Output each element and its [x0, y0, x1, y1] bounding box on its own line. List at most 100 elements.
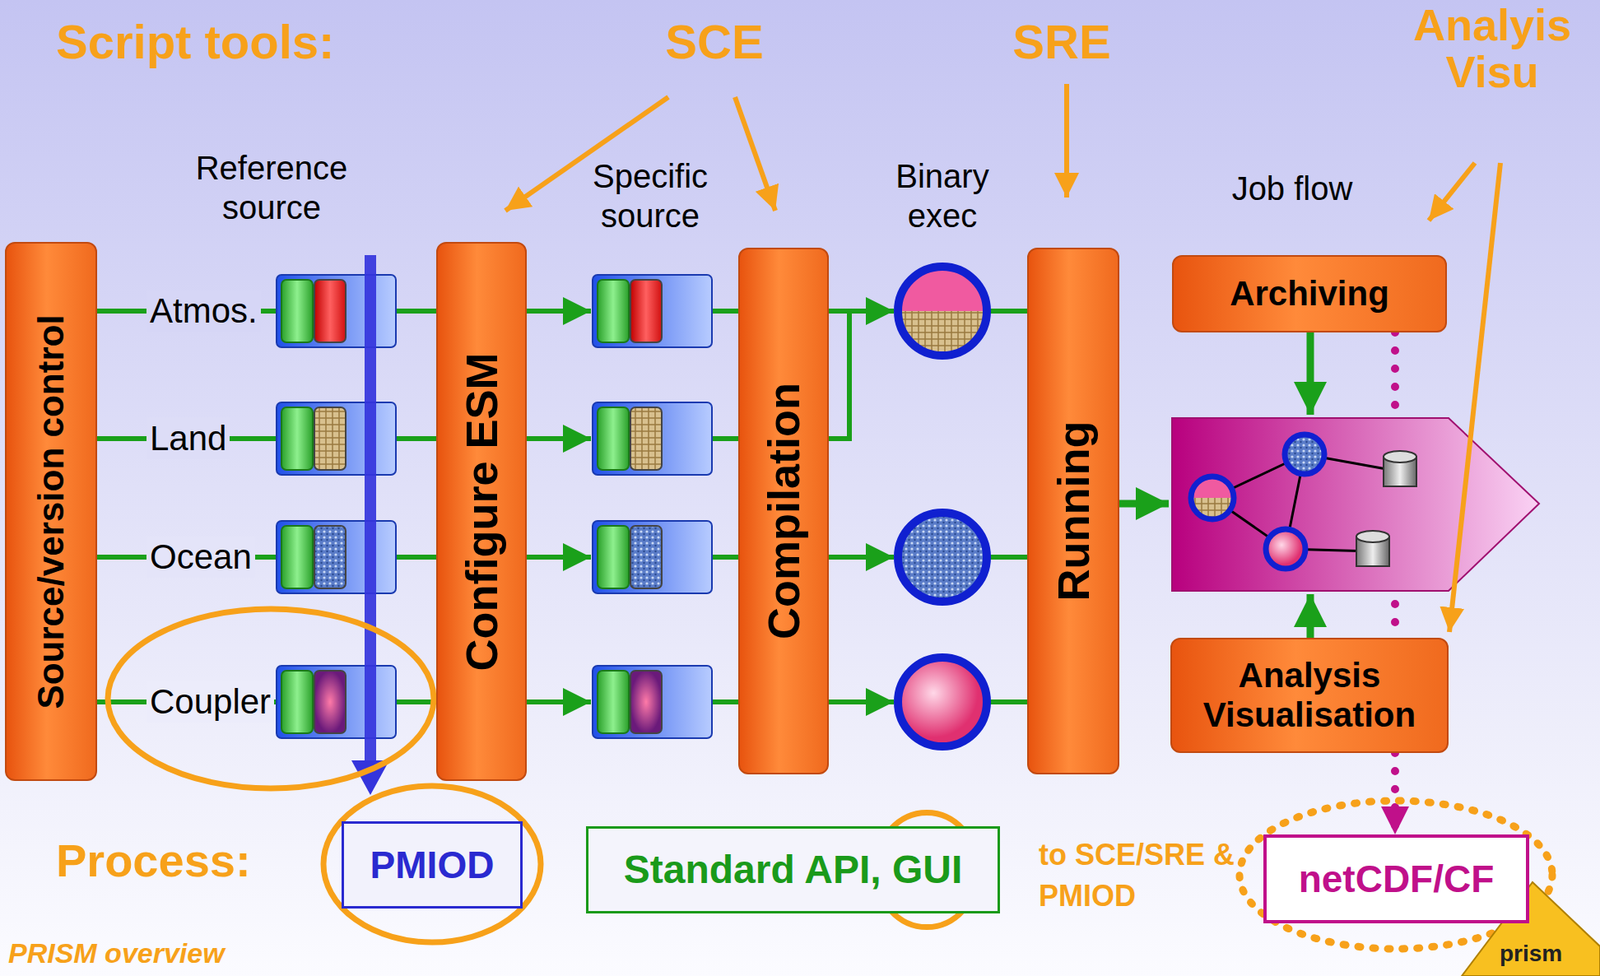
flow-wires-part	[1306, 332, 1315, 415]
running-bar: Running	[1027, 247, 1120, 775]
flow-wires-part	[1118, 500, 1169, 508]
job-flow-pentagon-part	[1284, 434, 1325, 475]
source-icon-part	[630, 279, 662, 343]
node-text: Archiving	[1229, 274, 1390, 314]
annotation: Binary exec	[872, 156, 1013, 236]
source-icon-part	[314, 279, 346, 343]
binary-exec-icon	[897, 512, 987, 602]
source-icon-part	[281, 279, 313, 343]
job-flow-pentagon-part	[1356, 530, 1390, 543]
tool-heading: Analyis Visu	[1389, 1, 1596, 95]
tool-leader-arrows-part	[734, 97, 776, 211]
component-label: Land	[146, 418, 230, 460]
source-icon	[276, 402, 396, 475]
source-icon-part	[630, 670, 662, 734]
tool-heading: Script tools:	[55, 13, 435, 71]
source-icon-part	[276, 665, 396, 739]
annotation: Specific source	[567, 156, 733, 236]
source-icon-part	[592, 665, 712, 739]
pmiod-arrow	[351, 255, 390, 796]
flow-wires-part	[711, 554, 740, 560]
configure-bar: Configure ESM	[436, 241, 527, 782]
tool-leader-arrows	[505, 83, 1501, 633]
source-icon-part	[314, 525, 346, 589]
logo-text: prism	[1481, 939, 1581, 968]
archiving-box: Archiving	[1172, 255, 1447, 333]
flow-wires-part	[986, 308, 1028, 314]
node-text: PMIOD	[370, 843, 495, 888]
flow-wires-part	[526, 699, 591, 705]
api-gui-box: Standard API, GUI	[586, 826, 1000, 914]
node-text: Analysis Visualisation	[1183, 655, 1436, 736]
node-text: Compilation	[758, 382, 810, 640]
highlight-ellipses	[107, 609, 1553, 949]
source-icon-part	[597, 279, 629, 343]
flow-wires-part	[986, 699, 1028, 705]
node-text: Running	[1047, 421, 1099, 602]
source-icon	[592, 665, 712, 739]
flow-wires-part	[827, 699, 894, 705]
source-icon-part	[592, 274, 712, 348]
flow-wires-part	[1306, 594, 1315, 639]
source-icon-part	[314, 407, 346, 470]
source-icon-part	[592, 520, 712, 594]
flow-wires-part	[711, 436, 740, 442]
flow-wires-part	[526, 436, 591, 442]
component-label: Atmos.	[146, 290, 261, 332]
analysis-box: Analysis Visualisation	[1170, 637, 1449, 754]
job-flow-pentagon-part	[1383, 451, 1417, 463]
annotation: to SCE/SRE & PMIOD	[1038, 834, 1241, 918]
binary-exec-icon-part	[897, 266, 987, 356]
flow-wires-part	[711, 699, 740, 705]
job-flow-pentagon-part	[1265, 529, 1306, 569]
source-icon-part	[276, 402, 396, 475]
source-icon-part	[281, 670, 313, 734]
source-icon	[592, 402, 712, 475]
source-icon-part	[281, 407, 313, 470]
annotation: Reference source	[176, 148, 367, 228]
row-heading: Process:	[55, 832, 320, 889]
node-text: netCDF/CF	[1298, 857, 1495, 902]
job-flow-pentagon	[1172, 418, 1540, 591]
component-label: Ocean	[146, 536, 256, 578]
flow-wires-part	[526, 554, 591, 560]
dotted-flow-arrow	[1390, 753, 1400, 835]
highlight-ellipses-part	[107, 609, 434, 789]
flow-wires-part	[526, 308, 591, 314]
source-icon	[592, 274, 712, 348]
source-icon	[276, 520, 396, 594]
source-icon-part	[314, 670, 346, 734]
tool-leader-arrows-part	[1428, 162, 1475, 221]
source-icon	[592, 520, 712, 594]
node-text: Source/version control	[30, 314, 73, 709]
source-icon-part	[592, 402, 712, 475]
pmiod-arrow-part	[364, 255, 377, 763]
compilation-bar: Compilation	[738, 247, 829, 775]
flow-wires-part	[827, 554, 894, 560]
source-icon-part	[276, 520, 396, 594]
tool-leader-arrows-part	[1449, 162, 1501, 633]
source-icon	[276, 665, 396, 739]
source-icon-part	[597, 525, 629, 589]
version-control-bar: Source/version control	[4, 241, 98, 782]
job-flow-pentagon-part	[1172, 418, 1540, 591]
flow-wires-part	[711, 308, 740, 314]
binary-exec-icon-part	[897, 311, 987, 356]
source-icon-part	[276, 274, 396, 348]
tool-heading: SRE	[979, 13, 1145, 71]
annotation: Job flow	[1209, 168, 1375, 209]
format-box: netCDF/CF	[1263, 834, 1530, 924]
binary-exec-icon	[897, 266, 987, 356]
tool-leader-arrows-part	[1064, 83, 1070, 198]
component-icons	[276, 266, 987, 747]
tool-heading: SCE	[632, 13, 797, 71]
binary-exec-icon-part	[897, 266, 987, 312]
flow-wires-part	[827, 308, 894, 314]
source-icon-part	[630, 407, 662, 470]
source-icon-part	[597, 670, 629, 734]
source-icon	[276, 274, 396, 348]
job-flow-pentagon-part	[1190, 476, 1234, 520]
binary-exec-icon	[897, 657, 987, 747]
source-icon-part	[630, 525, 662, 589]
